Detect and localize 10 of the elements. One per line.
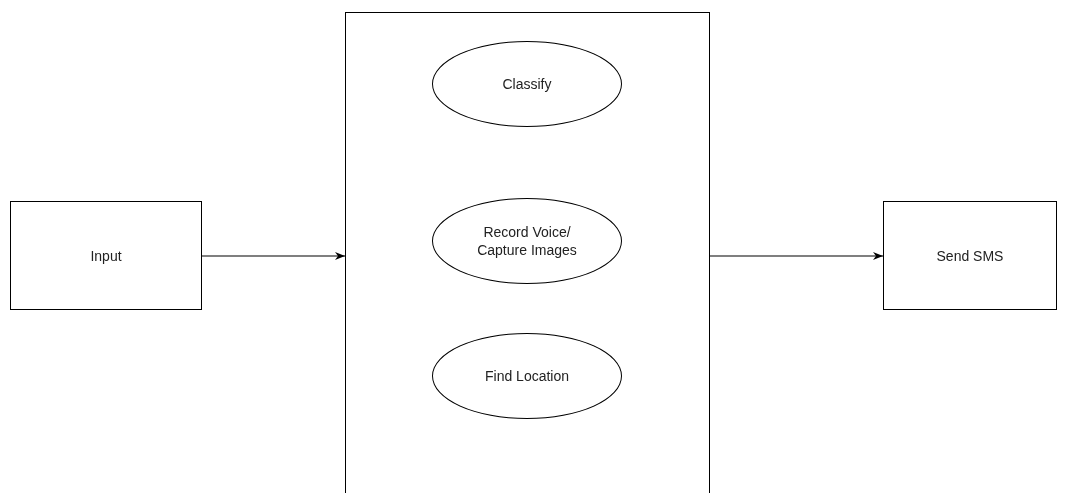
node-label: Classify	[501, 75, 553, 93]
node-label: Input	[89, 246, 123, 265]
node-label: Find Location	[483, 367, 571, 385]
system-box	[345, 12, 710, 493]
arrow	[201, 252, 346, 260]
node-label: Record Voice/ Capture Images	[476, 223, 578, 259]
process-box	[10, 201, 202, 310]
arrow	[709, 252, 884, 260]
process-box	[883, 201, 1057, 310]
node-label: Send SMS	[935, 246, 1005, 265]
